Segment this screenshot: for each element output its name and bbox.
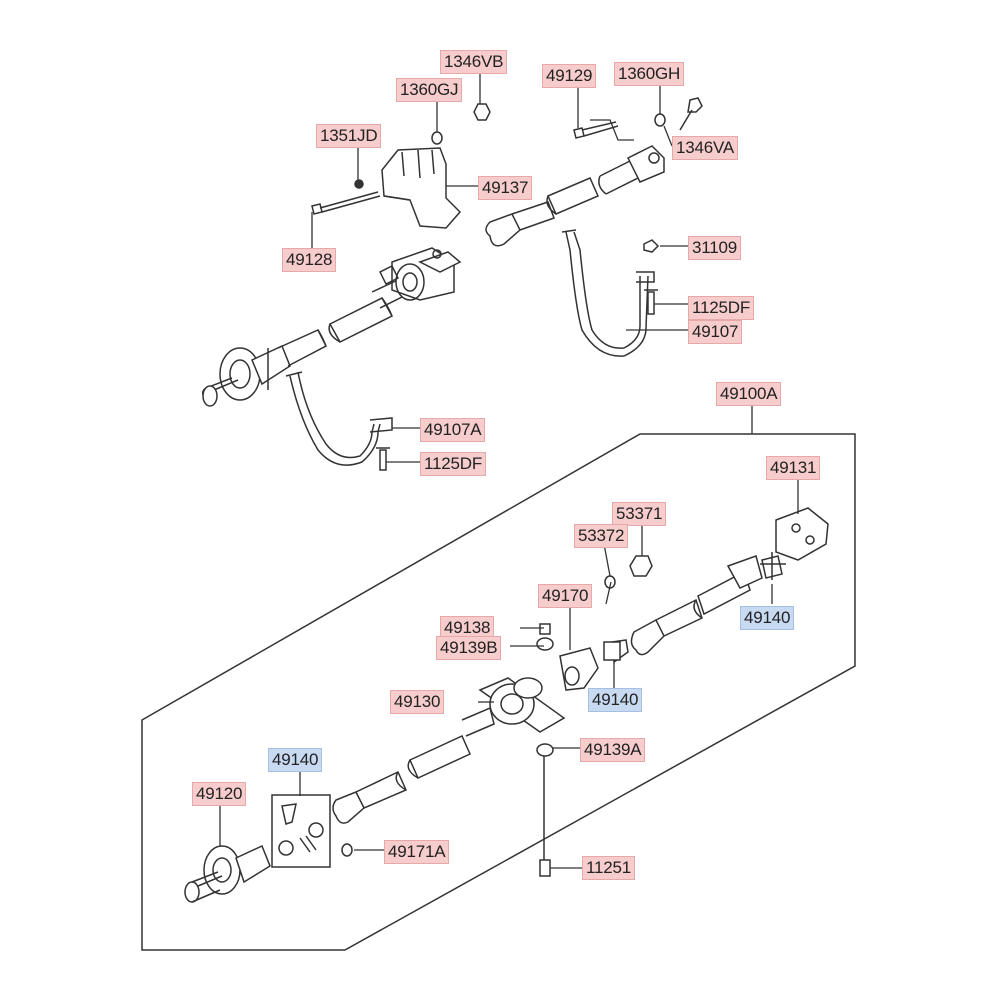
callout-1351JD: 1351JD bbox=[316, 124, 382, 148]
callout-49131: 49131 bbox=[766, 456, 821, 480]
lower-front-flange bbox=[184, 844, 271, 903]
callout-49139B: 49139B bbox=[436, 636, 502, 660]
upper-center-bearing bbox=[378, 247, 462, 301]
strap-49107 bbox=[561, 229, 655, 357]
center-bearing-49130 bbox=[478, 677, 566, 733]
callout-1125DF-upper: 1125DF bbox=[688, 296, 755, 320]
callout-1346VA: 1346VA bbox=[672, 136, 739, 160]
callout-53372: 53372 bbox=[574, 524, 629, 548]
callout-49107: 49107 bbox=[688, 320, 743, 344]
callout-1360GH: 1360GH bbox=[614, 62, 685, 86]
callout-49137: 49137 bbox=[478, 176, 533, 200]
callout-49170: 49170 bbox=[538, 584, 593, 608]
callout-49140-center: 49140 bbox=[588, 688, 643, 712]
callout-31109: 31109 bbox=[688, 236, 742, 260]
callout-49100A: 49100A bbox=[716, 382, 782, 406]
upper-rear-shaft bbox=[485, 145, 665, 247]
upper-front-shaft-tube bbox=[277, 278, 405, 367]
upper-front-flange bbox=[202, 344, 291, 407]
callout-49140-rear: 49140 bbox=[740, 606, 795, 630]
lower-front-shaft bbox=[332, 706, 495, 824]
leader-lines bbox=[219, 72, 799, 869]
lower-fasteners bbox=[341, 552, 786, 877]
lower-rear-shaft bbox=[630, 555, 783, 656]
strap-49107A bbox=[285, 371, 393, 466]
callout-11251: 11251 bbox=[582, 856, 636, 880]
callout-1125DF-middle: 1125DF bbox=[420, 452, 487, 476]
callout-49120: 49120 bbox=[192, 782, 247, 806]
callout-49171A: 49171A bbox=[384, 840, 450, 864]
lower-uj-kit bbox=[271, 794, 331, 868]
callout-53371: 53371 bbox=[612, 502, 667, 526]
upper-fasteners bbox=[311, 97, 703, 471]
callout-49107A: 49107A bbox=[420, 418, 486, 442]
callout-49129: 49129 bbox=[542, 64, 597, 88]
callout-49140-front: 49140 bbox=[268, 748, 323, 772]
callout-49128: 49128 bbox=[282, 248, 337, 272]
callout-49130: 49130 bbox=[390, 690, 445, 714]
assembly-boundary bbox=[141, 433, 856, 951]
callout-1360GJ: 1360GJ bbox=[396, 78, 463, 102]
callout-49139A: 49139A bbox=[580, 738, 646, 762]
callout-1346VB: 1346VB bbox=[440, 50, 508, 74]
upper-mount-bracket bbox=[381, 147, 462, 229]
rear-flange-49131 bbox=[775, 507, 829, 561]
